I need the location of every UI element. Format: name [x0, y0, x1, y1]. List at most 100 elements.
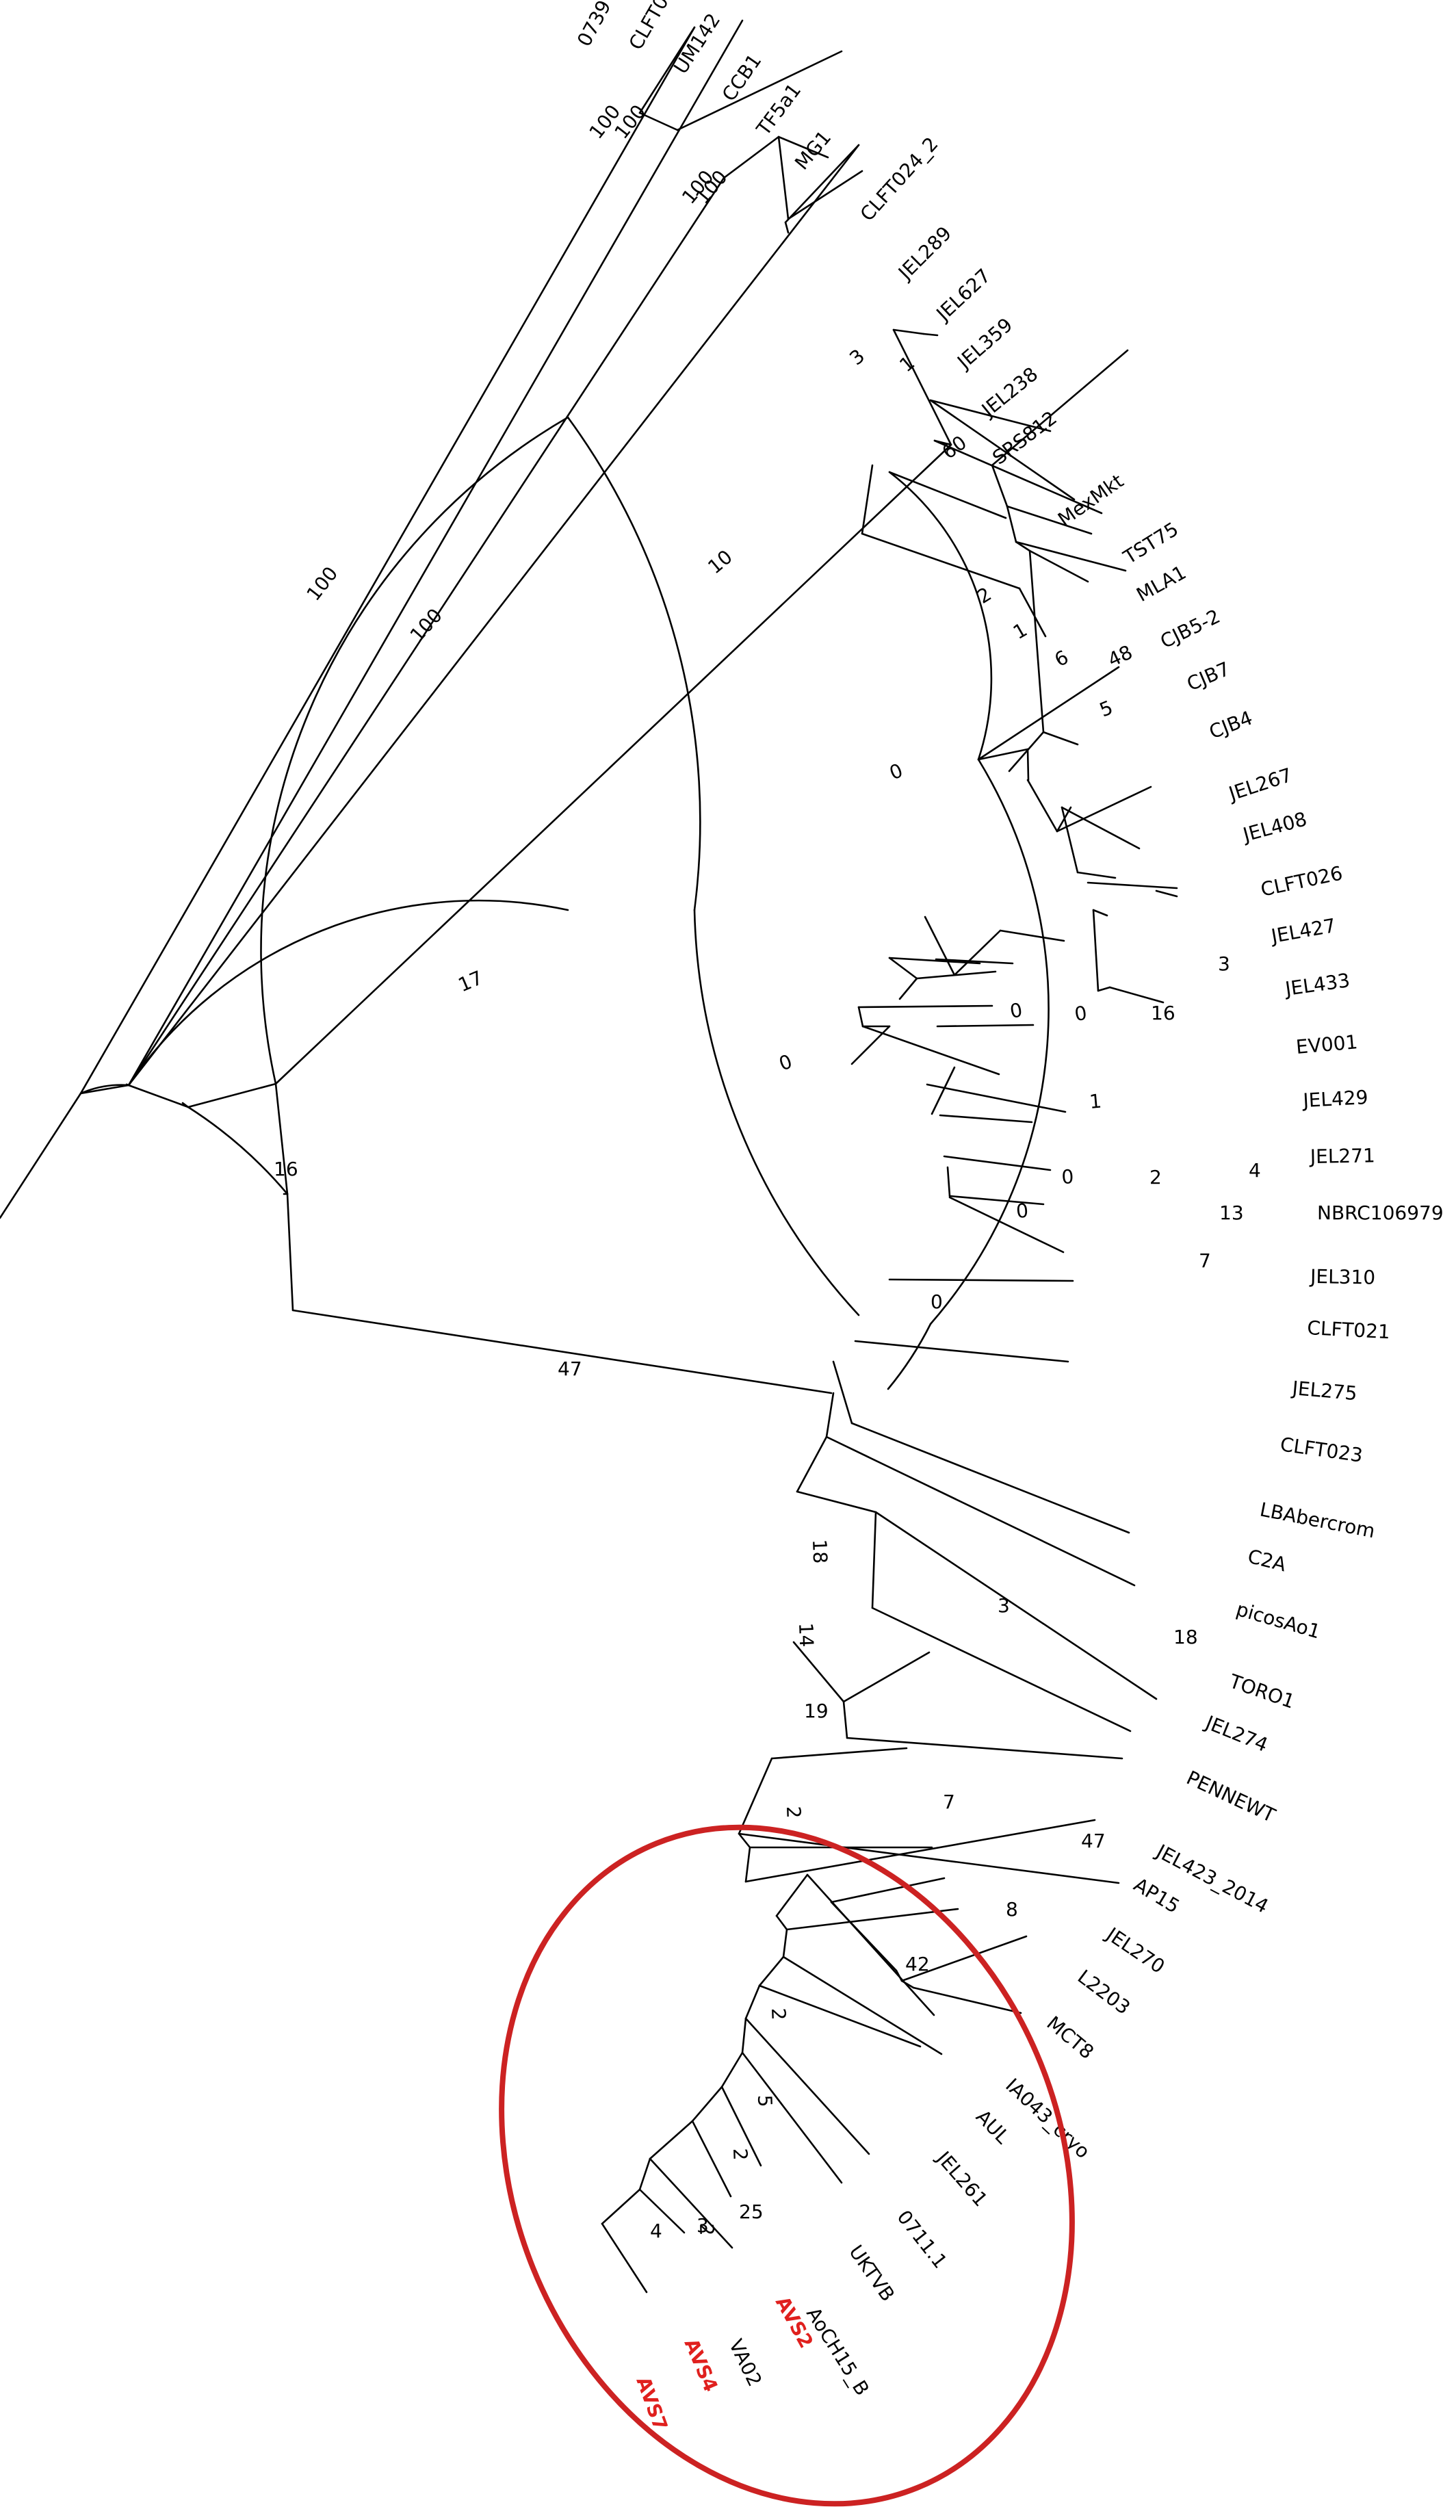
- branch-line: [1028, 549, 1089, 583]
- support-value: 1: [1089, 1090, 1103, 1113]
- branch-line: [1061, 806, 1141, 850]
- support-value: 8: [1006, 1898, 1018, 1921]
- branch-line: [900, 1935, 1028, 1982]
- branch-line: [857, 1004, 993, 1009]
- tip-label: AoCH15_B: [802, 2303, 874, 2400]
- branch-line: [782, 1956, 943, 2055]
- branch-line: [854, 1340, 1069, 1363]
- branch-line: [741, 2051, 843, 2184]
- branch-line: [775, 1873, 809, 1917]
- branch-line: [850, 1025, 891, 1065]
- branch-line: [785, 1908, 959, 1931]
- branch-line: [601, 2188, 641, 2225]
- branch-line: [874, 1511, 1158, 1700]
- branch-line: [924, 915, 956, 976]
- branch-line: [1042, 731, 1079, 746]
- branch-line: [999, 929, 1065, 942]
- branch-line: [638, 2157, 651, 2191]
- branch-line: [784, 144, 860, 224]
- support-value: 4: [1249, 1159, 1261, 1182]
- branch-arc: [260, 416, 569, 1085]
- branch-line: [861, 1025, 1000, 1076]
- tip-label: CLFT024_2: [856, 133, 943, 226]
- branch-line: [638, 26, 696, 114]
- tip-label: PENNEWT: [1183, 1766, 1279, 1827]
- branch-arc: [567, 416, 701, 911]
- branch-line: [892, 328, 925, 335]
- branch-line: [946, 1166, 951, 1197]
- support-value: 47: [558, 1358, 582, 1380]
- branch-line: [991, 349, 1129, 467]
- tip-label: CLFT026: [1259, 861, 1345, 901]
- branch-line: [274, 1082, 289, 1195]
- tip-label: 0711.1: [892, 2206, 951, 2273]
- branch-line: [676, 50, 843, 131]
- branch-line: [850, 1422, 1130, 1534]
- branch-arc: [127, 899, 569, 1087]
- branch-line: [888, 1278, 1074, 1282]
- tip-label: CLFT021: [1307, 1316, 1391, 1343]
- branch-line: [720, 2086, 762, 2167]
- branch-line: [825, 1392, 835, 1438]
- support-value: 1: [1009, 619, 1031, 644]
- branch-line: [1026, 779, 1058, 833]
- support-value: 10: [703, 545, 737, 578]
- branch-line: [1097, 986, 1111, 992]
- support-value: 4: [650, 2220, 662, 2242]
- branch-line: [1155, 889, 1178, 898]
- support-value: 2: [973, 583, 996, 608]
- support-value: 0: [1073, 1002, 1088, 1026]
- branch-line: [1008, 731, 1045, 772]
- support-value: 13: [1219, 1201, 1244, 1224]
- support-value: 16: [1151, 1002, 1175, 1024]
- branch-line: [915, 970, 997, 980]
- branch-line: [892, 328, 952, 446]
- support-value: 2: [767, 2008, 790, 2021]
- branch-line: [777, 135, 829, 159]
- tip-label: MG1: [790, 127, 835, 174]
- branch-line: [0, 1092, 82, 1219]
- tip-label: CCB1: [718, 50, 766, 105]
- branch-line: [784, 221, 790, 234]
- branch-line: [738, 1832, 1120, 1884]
- support-value: 3: [998, 1594, 1010, 1617]
- branch-line: [187, 1082, 277, 1108]
- branch-line: [79, 1084, 130, 1095]
- branch-line: [825, 1436, 1136, 1587]
- branch-line: [758, 1956, 785, 1987]
- tip-label: CJB7: [1184, 658, 1234, 696]
- tip-label: SRS812: [988, 406, 1061, 469]
- branch-line: [274, 443, 952, 1085]
- support-value: 0: [1015, 1199, 1030, 1223]
- tip-label: MexMkt: [1054, 469, 1128, 530]
- branch-line: [758, 1984, 922, 2048]
- branch-line: [1028, 549, 1045, 733]
- branch-line: [649, 2120, 694, 2160]
- tip-label: JEL429: [1301, 1086, 1369, 1112]
- support-value: 19: [804, 1700, 829, 1722]
- tip-label: CJB4: [1206, 706, 1256, 743]
- branch-line: [723, 135, 780, 179]
- branch-line: [939, 1114, 1033, 1123]
- branch-line: [991, 464, 1009, 508]
- branch-line: [830, 1877, 946, 1904]
- branch-line: [291, 1309, 833, 1394]
- support-value: 2: [695, 2223, 718, 2236]
- branch-arc: [693, 909, 860, 1316]
- tip-label: L2203: [1074, 1965, 1134, 2019]
- branch-line: [638, 112, 679, 131]
- branch-line: [744, 2017, 870, 2155]
- branch-line: [943, 1155, 1052, 1171]
- tip-label: TORO1: [1226, 1670, 1298, 1713]
- branch-arc: [887, 1323, 932, 1390]
- branch-line: [842, 1700, 848, 1739]
- branch-line: [744, 1819, 1096, 1883]
- branch-line: [1061, 806, 1079, 874]
- support-value: 18: [1173, 1626, 1198, 1648]
- branch-line: [79, 26, 696, 1095]
- branch-line: [1087, 881, 1178, 889]
- tip-label: AP15: [1130, 1873, 1183, 1918]
- support-value: 2: [1149, 1166, 1162, 1188]
- branch-line: [601, 2222, 648, 2294]
